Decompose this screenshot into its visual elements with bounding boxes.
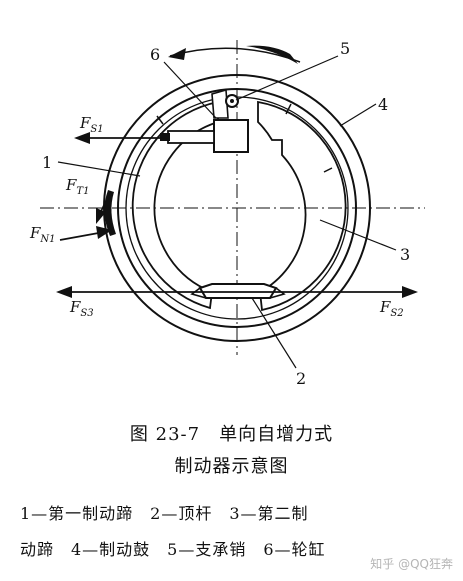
cylinder-top-block xyxy=(211,88,229,119)
lining-tick-1 xyxy=(156,115,164,125)
label-ft1: FT1 xyxy=(65,176,89,197)
rod-end-left xyxy=(190,287,207,299)
label-3: 3 xyxy=(400,245,410,264)
figure-legend-line-1: 1—第一制动蹄 2—顶杆 3—第二制 xyxy=(20,504,309,523)
force-fs3-arrowhead xyxy=(56,286,72,298)
lining-tick-2 xyxy=(285,103,292,115)
label-fn1: FN1 xyxy=(29,224,56,245)
adjusting-rod xyxy=(198,283,278,299)
lining-tick-3 xyxy=(323,167,333,173)
figure-caption-subtitle: 制动器示意图 xyxy=(174,456,289,477)
watermark: 知乎 @QQ狂奔 xyxy=(370,557,453,571)
rod-end-right xyxy=(269,287,286,299)
label-6: 6 xyxy=(150,45,160,64)
piston-rod xyxy=(160,133,170,141)
wheel-cylinder-piston xyxy=(167,130,215,144)
force-fn1-arrowhead xyxy=(96,226,112,239)
force-fn1-line xyxy=(59,231,105,241)
brake-drum-inner xyxy=(117,88,357,328)
first-brake-shoe xyxy=(131,100,219,310)
label-5: 5 xyxy=(340,39,350,58)
leader-2 xyxy=(251,297,297,369)
force-fs1-arrowhead xyxy=(74,132,90,144)
wheel-cylinder xyxy=(213,119,249,153)
figure-legend-line-2: 动蹄 4—制动鼓 5—支承销 6—轮缸 xyxy=(20,540,326,559)
label-fs2: FS2 xyxy=(379,298,404,319)
force-fs2-arrowhead xyxy=(402,286,418,298)
leader-5 xyxy=(235,55,339,101)
label-fs3: FS3 xyxy=(69,298,94,319)
label-1: 1 xyxy=(42,153,52,172)
leader-1 xyxy=(57,161,141,177)
label-4: 4 xyxy=(378,95,388,114)
force-ft1-arrowhead xyxy=(96,208,106,224)
rotation-arrow-fill-icon xyxy=(246,45,298,64)
friction-contact-region xyxy=(104,190,116,236)
support-pin-center xyxy=(230,99,234,103)
label-2: 2 xyxy=(296,369,306,388)
brake-diagram: 6 5 4 1 3 2 FS1 FT1 FN1 FS3 FS2 xyxy=(29,39,425,388)
leader-4 xyxy=(339,103,377,127)
leader-3 xyxy=(319,219,397,251)
label-fs1: FS1 xyxy=(79,114,104,135)
figure-caption-title: 图 23-7 单向自增力式 xyxy=(129,424,334,445)
second-brake-shoe xyxy=(257,100,347,312)
leader-6 xyxy=(163,61,217,119)
rotation-arrow-head xyxy=(168,48,186,60)
brake-drum-outer xyxy=(103,74,371,342)
